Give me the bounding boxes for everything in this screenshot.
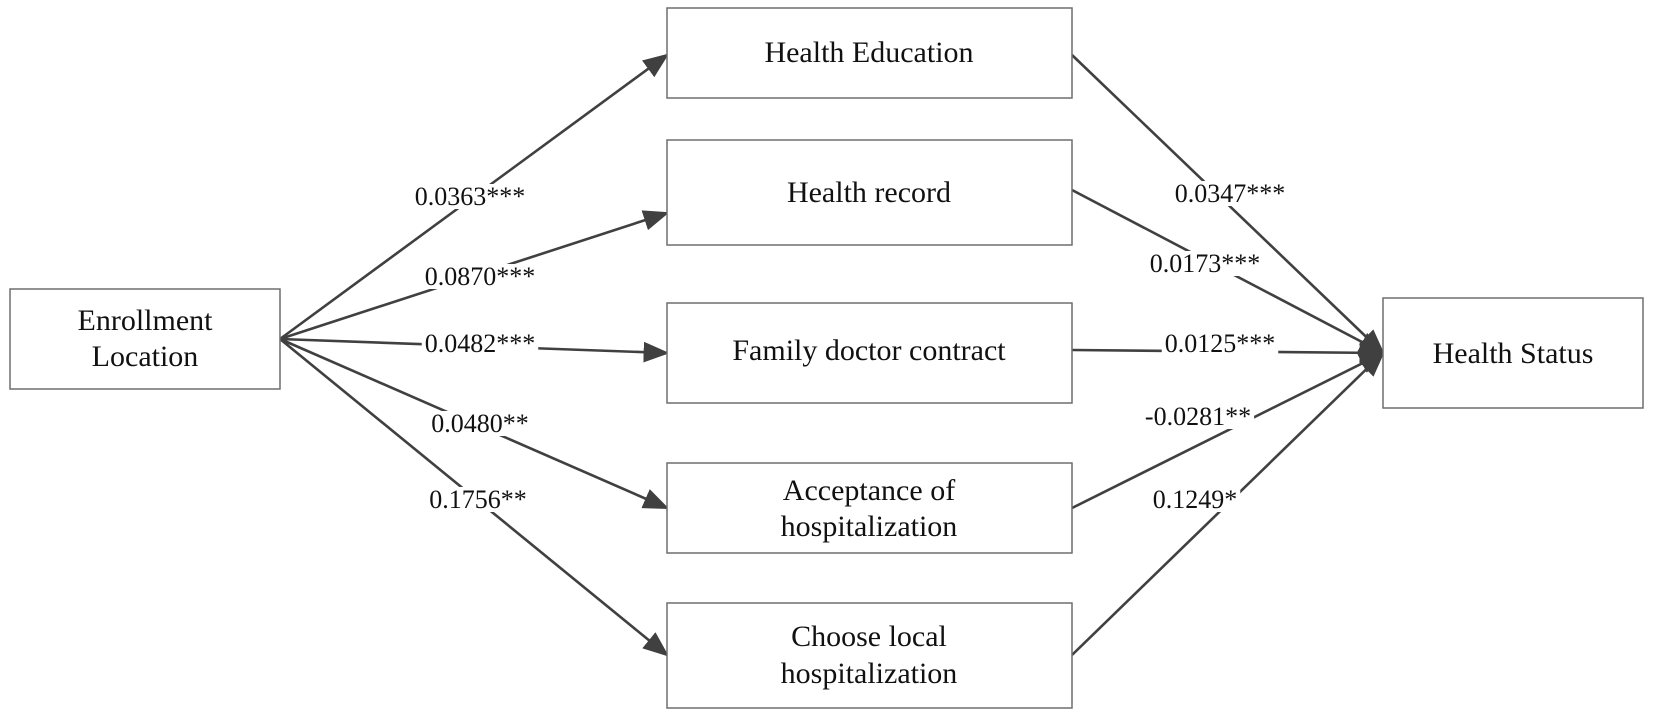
coefficient-out-acceptance-of-hospitalization-text: -0.0281** xyxy=(1145,402,1251,431)
coefficient-out-health-education: 0.0347*** xyxy=(1171,179,1289,208)
coefficient-out-health-education-background xyxy=(1171,181,1289,206)
mediator-label-line-2: hospitalization xyxy=(781,657,958,690)
mediator-health-record: Health record xyxy=(666,139,1073,246)
coefficient-in-health-education: 0.0363*** xyxy=(411,182,529,211)
target-label: Health Status xyxy=(1433,337,1594,370)
coefficient-out-choose-local-hospitalization-text: 0.1249* xyxy=(1153,485,1238,514)
source-label-line-1: Enrollment xyxy=(78,304,214,337)
coefficient-out-health-record-background xyxy=(1146,251,1264,276)
mediator-label-line-1: Acceptance of xyxy=(783,474,955,507)
mediator-family-doctor-contract: Family doctor contract xyxy=(666,302,1073,404)
mediator-acceptance-of-hospitalization: Acceptance of hospitalization xyxy=(666,462,1073,554)
mediator-label: Family doctor contract xyxy=(732,334,1006,367)
coefficient-in-family-doctor-contract-text: 0.0482*** xyxy=(425,329,536,358)
mediator-box xyxy=(666,302,1073,404)
coefficient-in-family-doctor-contract-background xyxy=(421,331,539,356)
mediator-box xyxy=(666,139,1073,246)
coefficient-in-health-education-background xyxy=(411,184,529,209)
coefficient-in-health-record-text: 0.0870*** xyxy=(425,262,536,291)
mediator-label: Health Education xyxy=(764,36,973,69)
coefficient-in-family-doctor-contract: 0.0482*** xyxy=(421,329,539,358)
coefficient-in-health-record-background xyxy=(421,264,539,289)
source-node-enrollment-location: Enrollment Location xyxy=(9,288,281,390)
mediator-label-line-2: hospitalization xyxy=(781,510,958,543)
mediator-box xyxy=(666,602,1073,709)
coefficient-in-health-education-text: 0.0363*** xyxy=(415,182,526,211)
coefficient-out-acceptance-of-hospitalization-background xyxy=(1141,404,1255,429)
coefficient-in-acceptance-of-hospitalization: 0.0480** xyxy=(428,409,532,438)
coefficient-out-family-doctor-contract-text: 0.0125*** xyxy=(1165,329,1276,358)
coefficient-in-choose-local-hospitalization-background xyxy=(426,487,530,512)
mediator-label-line-1: Choose local xyxy=(791,620,947,653)
mediator-box xyxy=(666,7,1073,99)
target-node-health-status: Health Status xyxy=(1382,297,1644,409)
coefficient-out-health-education-text: 0.0347*** xyxy=(1175,179,1286,208)
mediator-label: Health record xyxy=(787,176,951,209)
coefficient-out-health-record: 0.0173*** xyxy=(1146,249,1264,278)
coefficient-out-choose-local-hospitalization: 0.1249* xyxy=(1149,485,1241,514)
source-label-line-2: Location xyxy=(92,340,199,373)
coefficient-in-choose-local-hospitalization: 0.1756** xyxy=(426,485,530,514)
mediator-health-education: Health Education xyxy=(666,7,1073,99)
coefficient-labels-layer: 0.0363*** 0.0347*** 0.0870*** 0.0173*** 0.04… xyxy=(411,179,1289,514)
coefficient-in-choose-local-hospitalization-text: 0.1756** xyxy=(429,485,527,514)
mediator-choose-local-hospitalization: Choose local hospitalization xyxy=(666,602,1073,709)
target-box xyxy=(1382,297,1644,409)
coefficient-in-health-record: 0.0870*** xyxy=(421,262,539,291)
coefficient-out-family-doctor-contract-background xyxy=(1161,331,1279,356)
coefficient-in-acceptance-of-hospitalization-background xyxy=(428,411,532,436)
edge-acceptance-of-hospitalization-to-health-status xyxy=(1071,351,1386,510)
coefficient-out-acceptance-of-hospitalization: -0.0281** xyxy=(1141,402,1255,431)
source-box xyxy=(9,288,281,390)
coefficient-in-acceptance-of-hospitalization-text: 0.0480** xyxy=(431,409,529,438)
mediator-box xyxy=(666,462,1073,554)
coefficient-out-health-record-text: 0.0173*** xyxy=(1150,249,1261,278)
coefficient-out-choose-local-hospitalization-background xyxy=(1149,487,1241,512)
coefficient-out-family-doctor-contract: 0.0125*** xyxy=(1161,329,1279,358)
